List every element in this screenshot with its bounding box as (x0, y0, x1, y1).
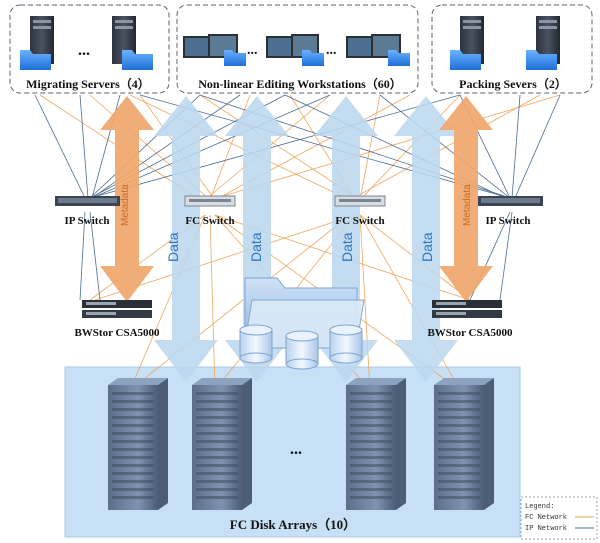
bwstor-left-label: BWStor CSA5000 (74, 327, 160, 339)
workstation-1 (183, 34, 246, 66)
folder-icon (224, 50, 246, 66)
disk-rack-3 (346, 378, 406, 510)
metadata-label-left: Metadata (120, 184, 131, 226)
shared-storage (239, 277, 365, 370)
workstation-2 (266, 34, 324, 66)
storage-cylinder-1 (239, 324, 273, 364)
migrating-servers-label: Migrating Servers（4） (26, 76, 150, 91)
disk-rack-4 (434, 378, 494, 510)
migrating-ellipsis: ... (78, 42, 90, 59)
disk-rack-1 (108, 378, 168, 510)
ip-switch-left-label: IP Switch (65, 215, 110, 227)
storage-cylinder-2 (285, 330, 319, 370)
legend-title: Legend: (525, 503, 554, 511)
data-label-4: Data (419, 232, 435, 262)
metadata-arrows (100, 96, 493, 302)
legend: Legend: FC Network IP Network (520, 496, 598, 540)
folder-icon (302, 50, 324, 66)
metadata-arrow-left (100, 96, 154, 302)
data-arrow-1 (154, 96, 218, 382)
metadata-label-right: Metadata (462, 184, 473, 226)
data-label-1: Data (165, 232, 181, 262)
legend-fc-label: FC Network (525, 514, 567, 522)
workstations-label: Non-linear Editing Workstations（60） (198, 76, 402, 91)
data-arrow-4 (394, 96, 458, 382)
ip-switch-right (478, 196, 543, 206)
bwstor-left (82, 300, 152, 318)
workstation-3 (346, 34, 410, 66)
ip-switch-left (55, 196, 120, 206)
data-label-3: Data (339, 232, 355, 262)
packing-servers-group (431, 4, 593, 94)
workstation-ellipsis-2: ... (326, 43, 337, 58)
data-arrows (154, 96, 458, 382)
packing-servers-label: Packing Severs（2） (459, 76, 567, 91)
packing-server-2 (526, 16, 560, 70)
data-label-2: Data (248, 232, 264, 262)
data-arrow-2 (225, 96, 289, 382)
ip-switch-right-label: IP Switch (486, 215, 531, 227)
legend-ip-label: IP Network (525, 525, 567, 533)
migrating-server-2 (112, 16, 153, 70)
metadata-arrow-right (439, 96, 493, 302)
migrating-servers-group (9, 4, 170, 94)
data-arrow-3 (314, 96, 378, 382)
bwstor-right (432, 300, 502, 318)
folder-icon (20, 50, 51, 70)
packing-server-1 (450, 16, 484, 70)
workstation-ellipsis-1: ... (247, 43, 258, 58)
disk-arrays-label: FC Disk Arrays（10） (230, 517, 356, 532)
fc-switch-right-label: FC Switch (335, 215, 384, 227)
fc-switch-left (184, 195, 236, 207)
disk-rack-2 (192, 378, 252, 510)
folder-icon (450, 50, 481, 70)
fc-switch-left-label: FC Switch (185, 215, 234, 227)
folder-icon (526, 50, 557, 70)
folder-icon (122, 50, 153, 70)
bwstor-right-label: BWStor CSA5000 (427, 327, 513, 339)
fc-switch-right (334, 195, 386, 207)
folder-icon (388, 50, 410, 66)
migrating-server-1 (20, 16, 54, 70)
disk-array-ellipsis: ... (290, 441, 302, 458)
storage-cylinder-3 (329, 324, 363, 364)
